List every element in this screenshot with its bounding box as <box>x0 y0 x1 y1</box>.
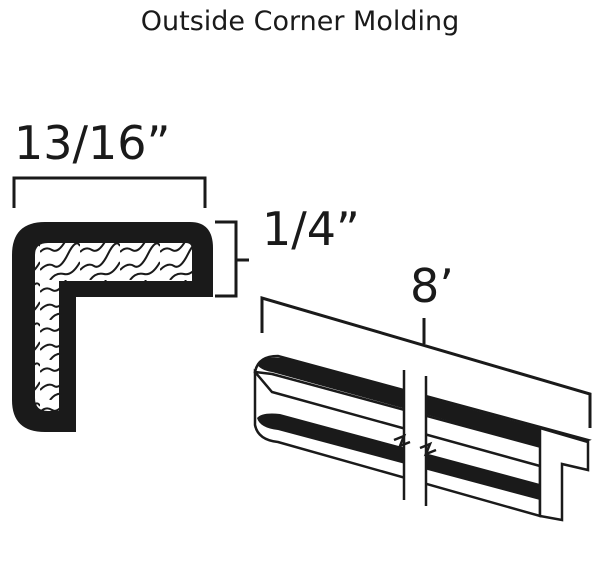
length-dimension-bracket <box>260 295 592 428</box>
molding-cross-section <box>12 222 213 432</box>
width-dimension-bracket <box>12 176 207 208</box>
wood-grain-core <box>33 241 194 413</box>
length-dimension-label: 8’ <box>410 259 454 313</box>
break-symbol-right <box>419 441 437 457</box>
width-dimension-label: 13/16” <box>14 116 170 170</box>
thickness-dimension-bracket <box>215 220 238 298</box>
thickness-dimension-label: 1/4” <box>262 202 360 256</box>
molding-perspective-view <box>253 354 592 522</box>
diagram-title: Outside Corner Molding <box>140 6 460 37</box>
break-symbol-left <box>393 433 411 449</box>
